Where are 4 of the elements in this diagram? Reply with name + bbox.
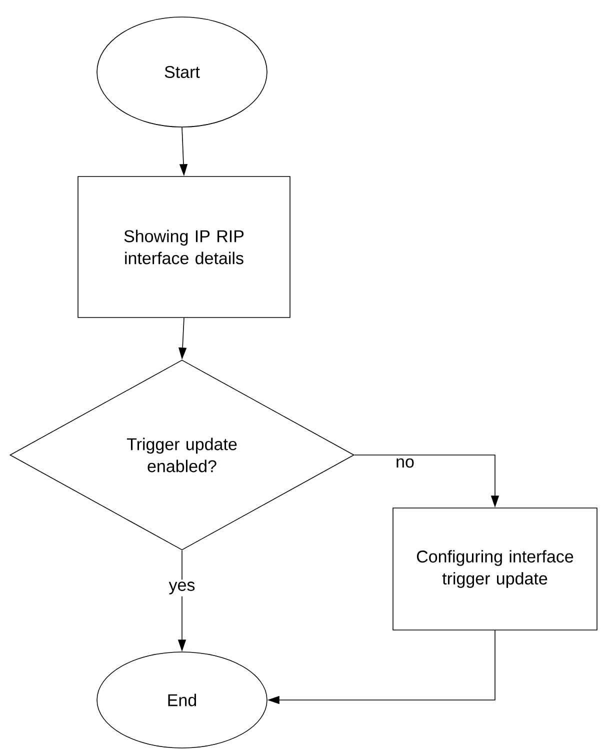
process-box: Showing IP RIP interface details xyxy=(78,176,290,318)
edge-label: no xyxy=(396,458,414,468)
edge-label: yes xyxy=(168,582,195,594)
process-box: Configuring interface trigger update xyxy=(392,508,598,630)
